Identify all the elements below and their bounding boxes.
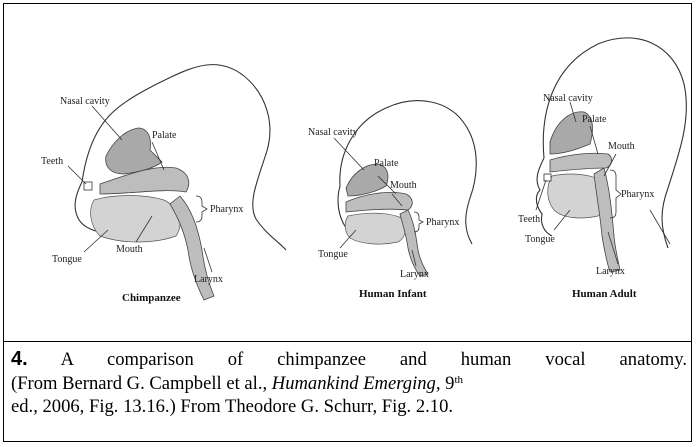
adult-label-mouth: Mouth <box>608 141 635 152</box>
infant-pharynx-brace <box>414 212 423 232</box>
infant-label-mouth: Mouth <box>390 180 417 191</box>
caption-book-title: Humankind Emerging, <box>272 373 441 394</box>
caption-edition-suffix: th <box>454 374 463 386</box>
adult-label-tongue: Tongue <box>525 234 555 245</box>
chimp-pharynx-brace <box>196 196 207 222</box>
chimp-label-pharynx: Pharynx <box>210 204 243 215</box>
chimp-label-tongue: Tongue <box>52 254 82 265</box>
infant-label-pharynx: Pharynx <box>426 217 459 228</box>
vocal-anatomy-svg: Nasal cavity Palate Teeth Pharynx Mouth … <box>4 4 691 341</box>
caption-line-3: ed., 2006, Fig. 13.16.) From Theodore G.… <box>11 395 687 419</box>
chimp-label-palate: Palate <box>152 130 177 141</box>
adult-teeth-shape <box>544 174 551 181</box>
chimp-tongue-leader <box>84 230 108 252</box>
chimp-label-nasal-cavity: Nasal cavity <box>60 96 110 107</box>
infant-label-nasal-cavity: Nasal cavity <box>308 127 358 138</box>
caption-edition-number: 9 <box>440 373 454 394</box>
adult-label-nasal-cavity: Nasal cavity <box>543 93 593 104</box>
caption-line-1-text: A comparison of chimpanzee and human voc… <box>28 349 687 370</box>
figure-frame: Nasal cavity Palate Teeth Pharynx Mouth … <box>3 3 692 442</box>
infant-label-palate: Palate <box>374 158 399 169</box>
chimpanzee-diagram: Nasal cavity Palate Teeth Pharynx Mouth … <box>41 65 286 304</box>
caption-line-1: 4. A comparison of chimpanzee and human … <box>11 348 687 372</box>
adult-label-larynx: Larynx <box>596 266 625 277</box>
chimp-label-larynx: Larynx <box>194 274 223 285</box>
adult-label-pharynx: Pharynx <box>621 189 654 200</box>
figure-caption: 4. A comparison of chimpanzee and human … <box>11 348 687 419</box>
adult-neck-line <box>650 210 670 244</box>
chimp-nasal-leader <box>92 106 122 140</box>
anatomy-illustration: Nasal cavity Palate Teeth Pharynx Mouth … <box>4 4 691 342</box>
infant-label-larynx: Larynx <box>400 269 429 280</box>
chimp-label-mouth: Mouth <box>116 244 143 255</box>
chimp-label-teeth: Teeth <box>41 156 63 167</box>
infant-face-outline <box>338 186 346 228</box>
infant-diagram: Nasal cavity Palate Mouth Pharynx Tongue… <box>308 101 476 300</box>
figure-number: 4. <box>11 348 28 370</box>
caption-source-prefix: (From Bernard G. Campbell et al., <box>11 373 272 394</box>
chimp-title: Chimpanzee <box>122 292 181 304</box>
adult-title: Human Adult <box>572 288 637 300</box>
adult-diagram: Nasal cavity Palate Mouth Pharynx Teeth … <box>518 38 686 300</box>
adult-label-teeth: Teeth <box>518 214 540 225</box>
caption-line-2: (From Bernard G. Campbell et al., Humank… <box>11 372 687 396</box>
infant-label-tongue: Tongue <box>318 249 348 260</box>
chimp-tongue-shape <box>91 196 180 243</box>
infant-tongue-shape <box>345 213 405 244</box>
infant-pharynx-tube <box>400 210 428 276</box>
adult-label-palate: Palate <box>582 114 607 125</box>
infant-title: Human Infant <box>359 288 427 300</box>
